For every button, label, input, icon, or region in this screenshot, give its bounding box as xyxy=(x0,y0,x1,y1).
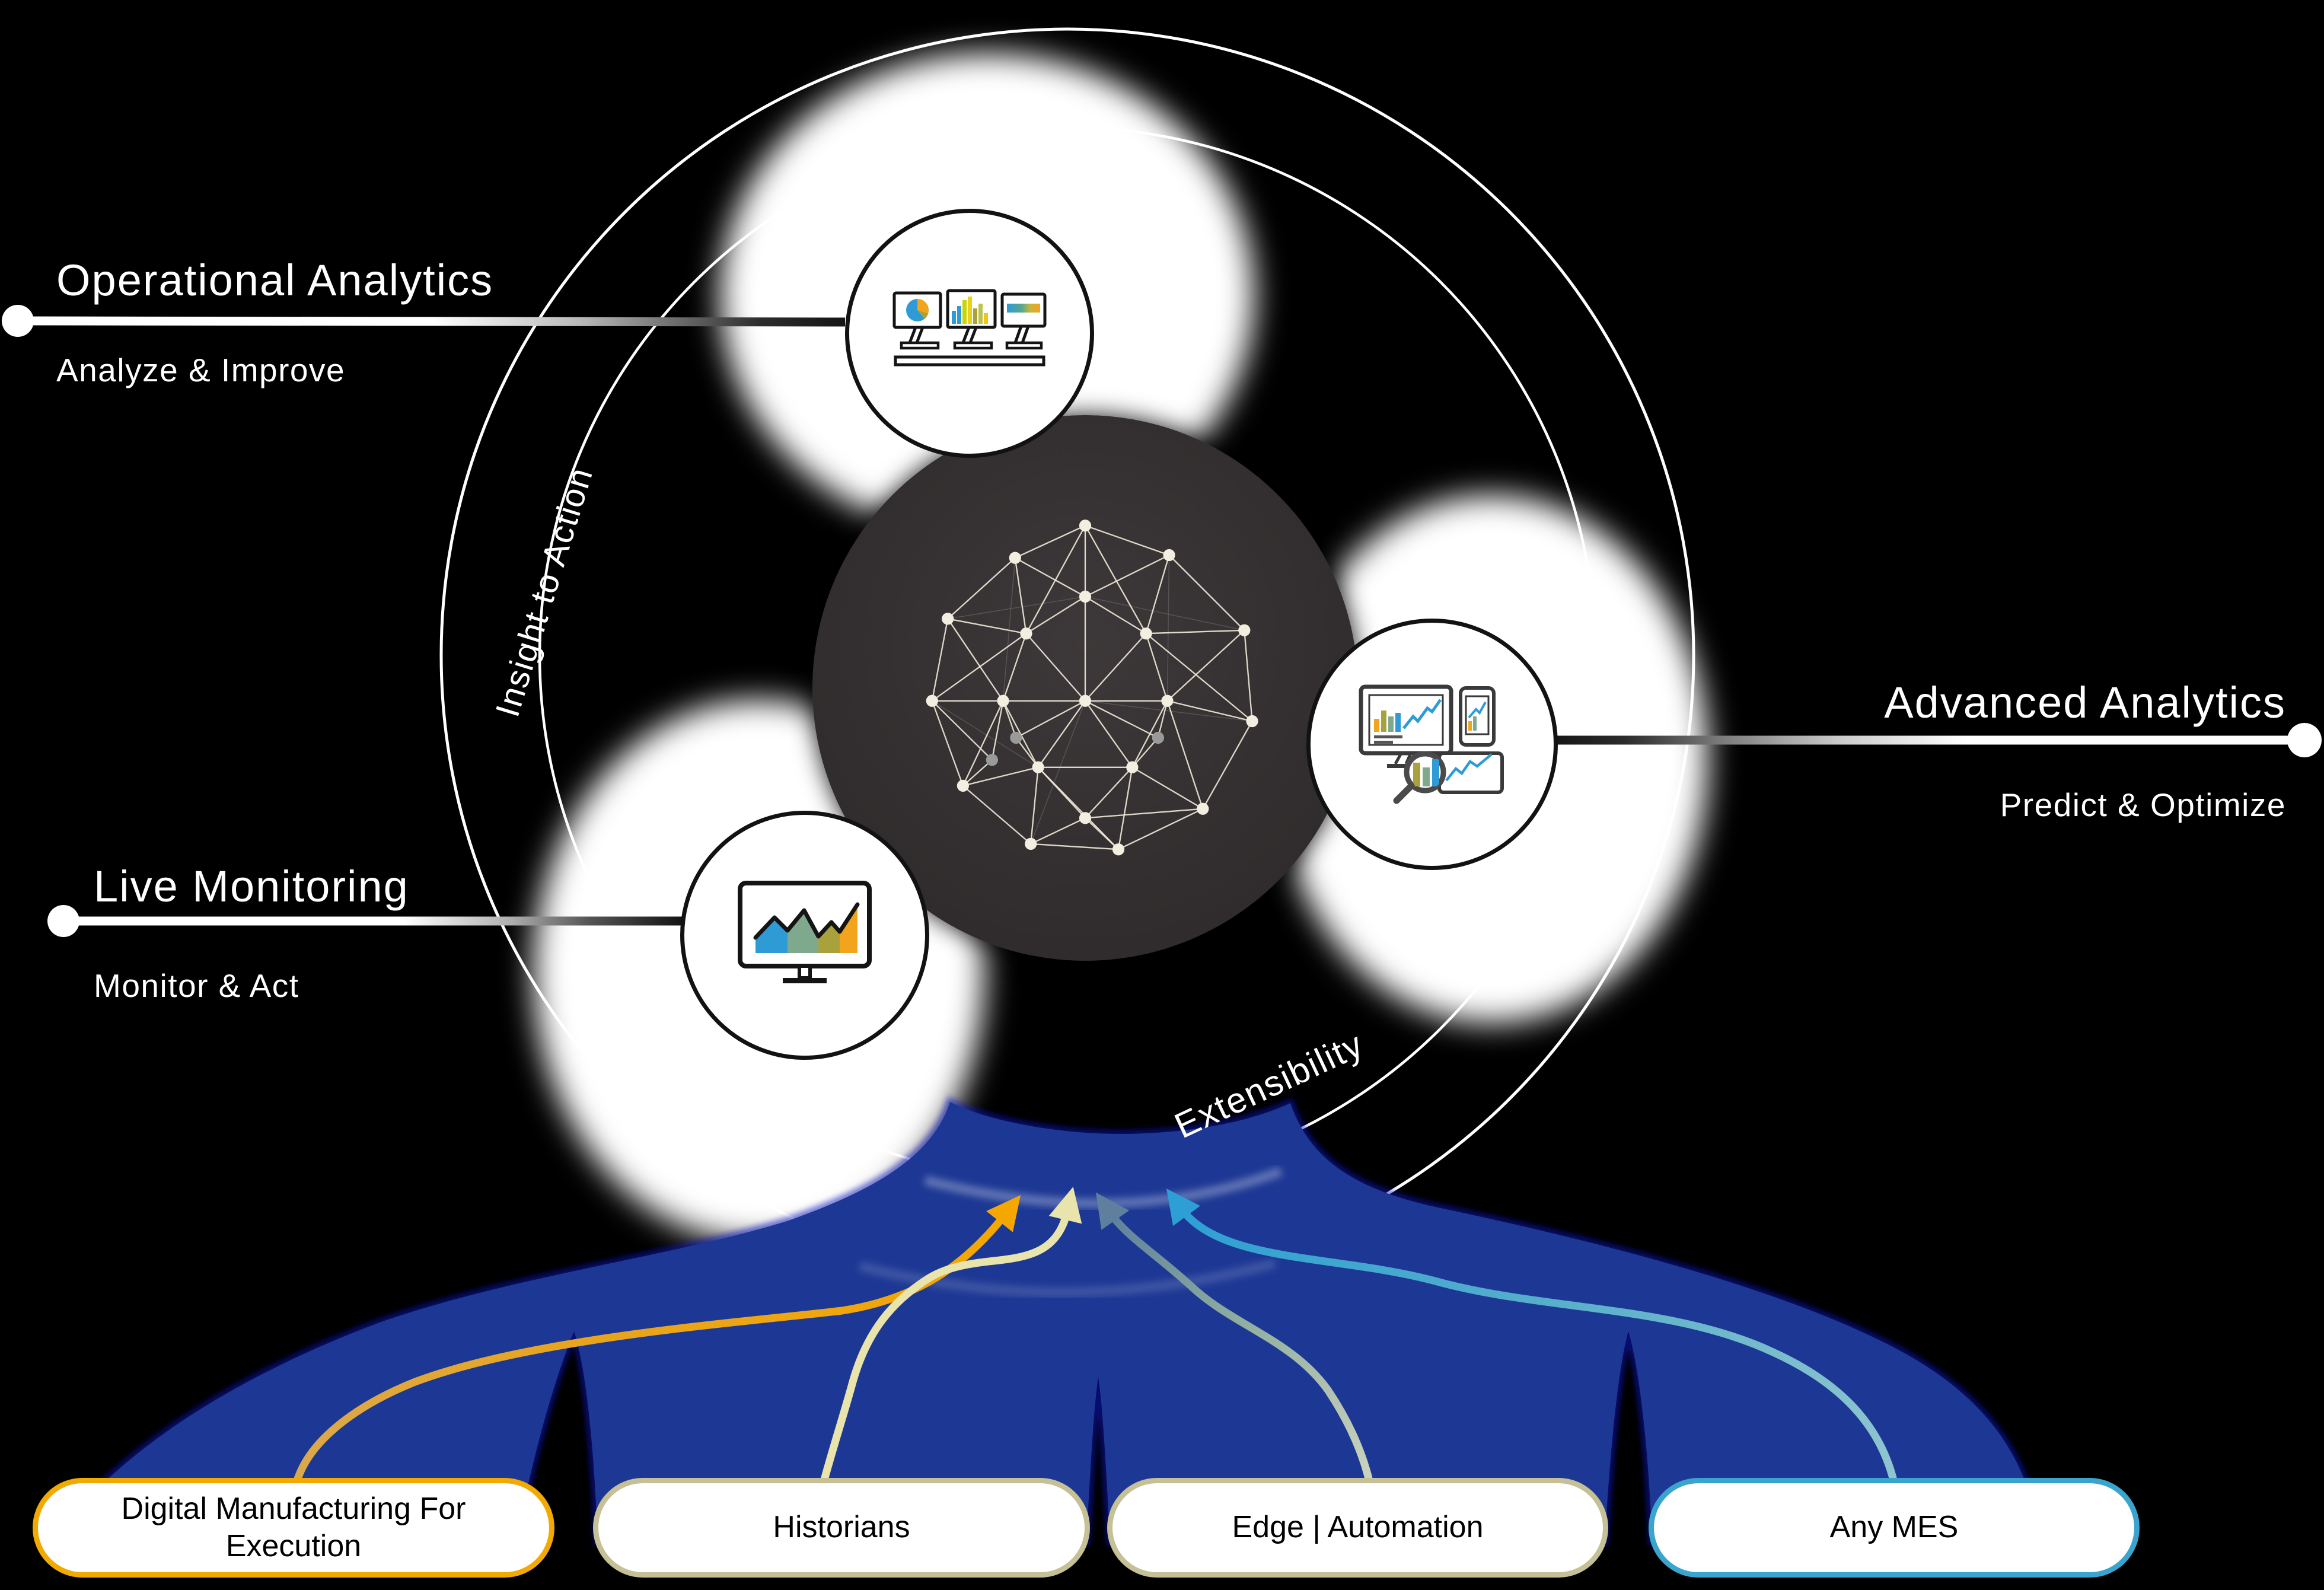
operational-analytics-node xyxy=(845,209,1094,458)
leader-dot-operational xyxy=(2,305,34,337)
advanced-analytics-node xyxy=(1306,619,1558,870)
source-pill-historians: Historians xyxy=(593,1478,1090,1578)
live-monitoring-node xyxy=(680,811,929,1060)
source-pill-edge-automation: Edge | Automation xyxy=(1107,1478,1608,1578)
source-pill-any-mes: Any MES xyxy=(1649,1478,2140,1578)
ring-trace-outer xyxy=(859,1258,1277,1297)
operational-analytics-subtitle: Analyze & Improve xyxy=(56,352,346,388)
river-glow xyxy=(97,1097,2044,1546)
flow-arrow-dmfe xyxy=(292,1195,1021,1484)
source-pill-label: Historians xyxy=(773,1510,910,1545)
dashboard-monitors-icon xyxy=(892,289,1047,367)
flow-arrow-any-mes xyxy=(1166,1188,1898,1484)
network-graph-icon xyxy=(926,520,1258,856)
analytics-devices-magnifier-icon xyxy=(1359,684,1504,804)
source-pill-label: Digital Manufacturing For Execution xyxy=(121,1491,466,1563)
leader-dot-advanced xyxy=(2287,723,2322,757)
leader-dot-live xyxy=(47,905,79,937)
flow-arrow-historians xyxy=(820,1187,1082,1481)
source-pill-label: Edge | Automation xyxy=(1232,1510,1484,1545)
ring-trace-inner xyxy=(924,1167,1283,1208)
live-monitoring-subtitle: Monitor & Act xyxy=(94,967,299,1004)
operational-analytics-title: Operational Analytics xyxy=(56,256,494,305)
advanced-analytics-subtitle: Predict & Optimize xyxy=(2000,786,2286,823)
flow-arrow-edge-automation xyxy=(1095,1192,1373,1482)
ring-label-extensibility: Extensibility xyxy=(1168,1024,1370,1146)
ring-label-insight-to-action: Insight to Action xyxy=(488,462,601,722)
advanced-analytics-title: Advanced Analytics xyxy=(1884,678,2286,727)
source-pill-label: Any MES xyxy=(1829,1510,1959,1545)
river-body xyxy=(101,1102,2040,1542)
live-monitoring-title: Live Monitoring xyxy=(94,862,409,911)
leader-line-operational xyxy=(16,316,846,327)
area-chart-monitor-icon xyxy=(738,881,872,983)
source-pill-dmfe: Digital Manufacturing For Execution xyxy=(33,1478,554,1578)
